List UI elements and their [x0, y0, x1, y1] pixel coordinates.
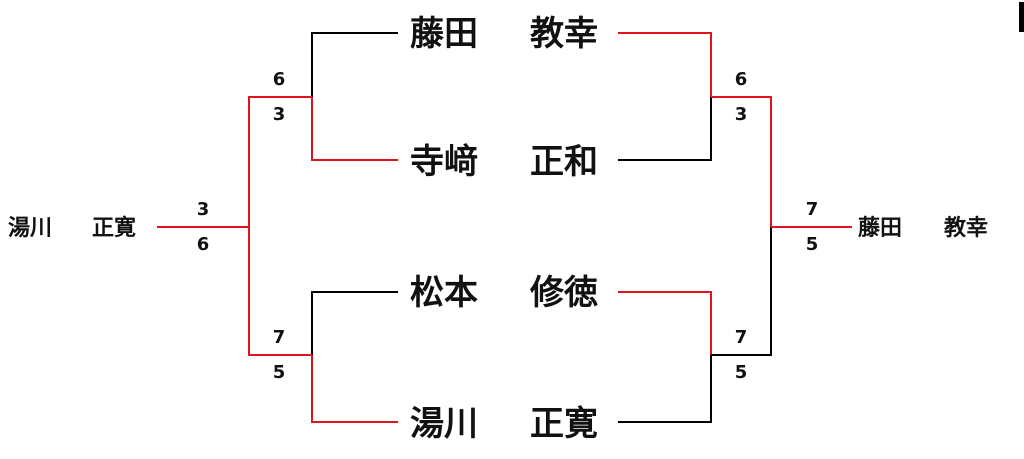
score-left-top-1: 6: [273, 69, 286, 90]
player-2-family-name: 寺﨑: [410, 142, 478, 182]
edge-mark: [1019, 2, 1024, 32]
left-line-player-3: [311, 291, 398, 355]
left-result-family-name: 湯川: [8, 216, 52, 241]
left-result-given-name: 正寛: [92, 215, 136, 241]
score-right-final-1: 7: [806, 199, 819, 220]
left-line-player-4: [311, 355, 398, 423]
right-bracket: [618, 32, 852, 423]
score-right-top-2: 3: [735, 104, 748, 125]
right-line-player-4: [618, 355, 712, 423]
score-right-bottom-2: 5: [735, 362, 748, 383]
left-line-player-2: [311, 97, 398, 161]
right-line-player-2: [618, 97, 712, 161]
player-2-given-name: 正和: [530, 142, 598, 182]
player-1-given-name: 教幸: [530, 14, 598, 54]
left-line-match-1-out: [248, 96, 312, 227]
left-line-player-1: [311, 32, 398, 97]
score-right-final-2: 5: [806, 234, 819, 255]
player-3-family-name: 松本: [410, 273, 478, 313]
right-line-match-2-out: [711, 227, 772, 356]
left-line-match-2-out: [248, 227, 312, 356]
player-3-given-name: 修徳: [529, 273, 598, 313]
right-line-player-3: [618, 291, 712, 355]
left-bracket: [157, 32, 398, 423]
player-4-family-name: 湯川: [410, 404, 478, 444]
right-line-player-1: [618, 32, 712, 97]
right-result-given-name: 教幸: [944, 215, 988, 241]
score-left-final-2: 6: [197, 234, 210, 255]
score-right-bottom-1: 7: [735, 327, 748, 348]
score-right-top-1: 6: [735, 69, 748, 90]
player-1-family-name: 藤田: [410, 14, 478, 54]
score-left-bottom-2: 5: [273, 362, 286, 383]
right-line-match-1-out: [711, 96, 772, 227]
player-4-given-name: 正寛: [530, 404, 598, 444]
score-left-bottom-1: 7: [273, 327, 286, 348]
right-result-family-name: 藤田: [858, 215, 902, 241]
score-left-final-1: 3: [197, 199, 210, 220]
score-left-top-2: 3: [273, 104, 286, 125]
